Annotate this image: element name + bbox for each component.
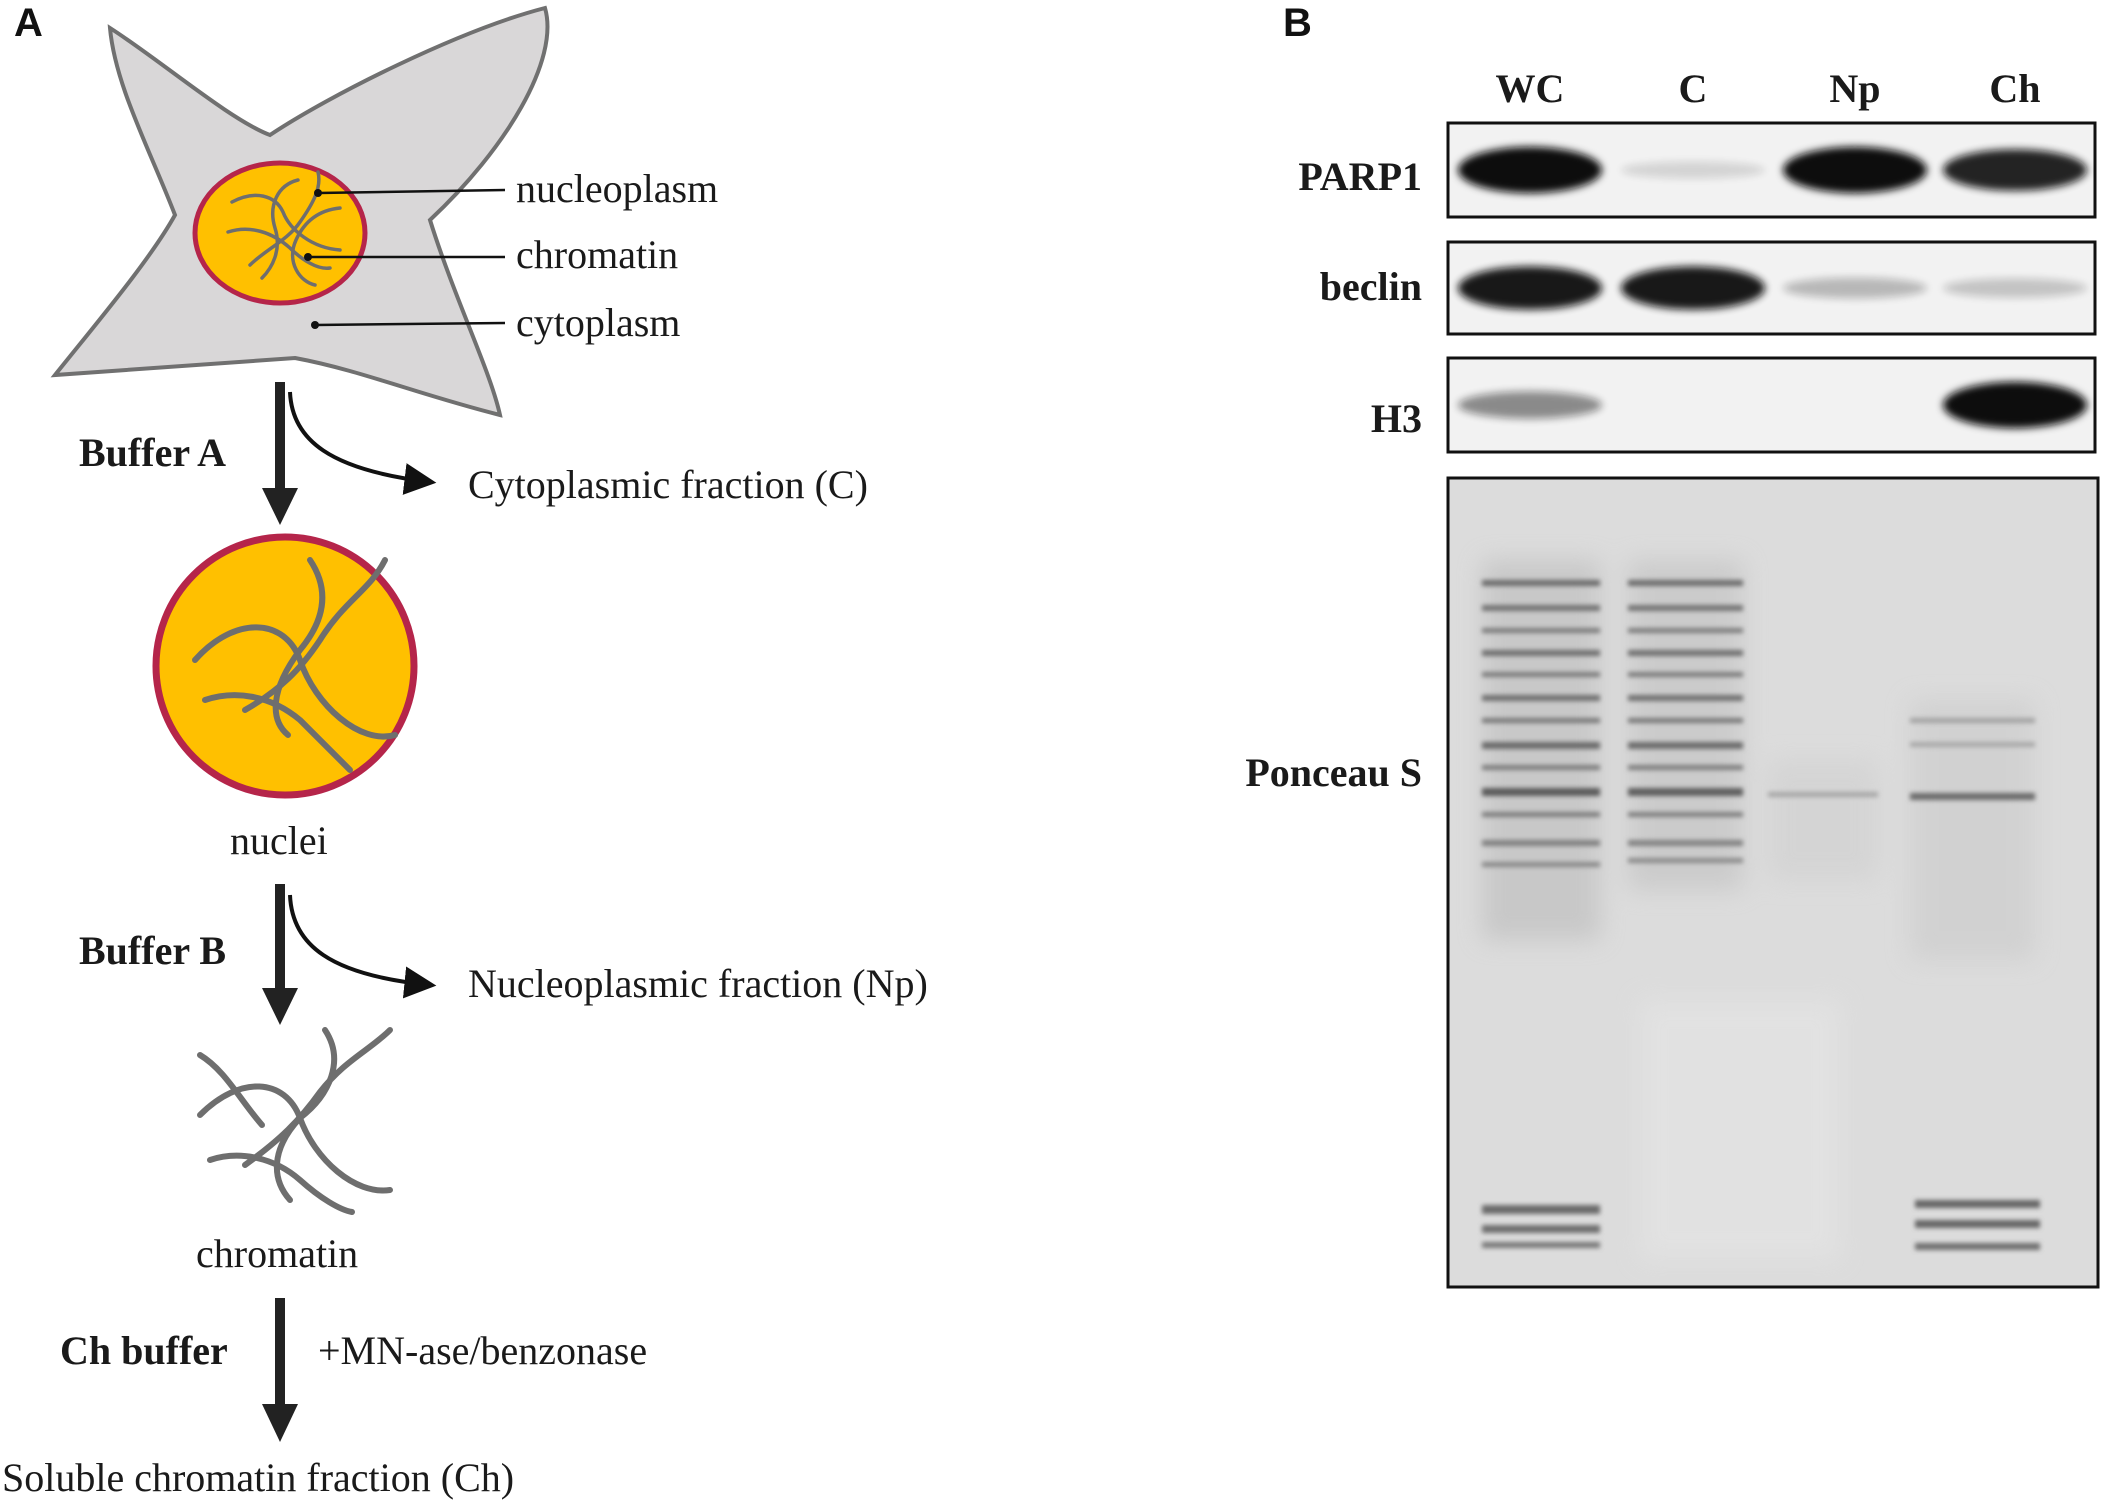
cytoplasm-label: cytoplasm — [516, 300, 680, 345]
band-ch — [1943, 278, 2087, 298]
panel-a: A nucleoplasm chromatin cytoplasm — [2, 1, 928, 1500]
lane-label-ch: Ch — [1989, 66, 2040, 111]
lane-label-np: Np — [1829, 66, 1880, 111]
panel-a-letter: A — [14, 1, 43, 45]
ch-buffer-label: Ch buffer — [60, 1328, 228, 1373]
isolated-nucleus — [152, 533, 418, 799]
ponceau-label: Ponceau S — [1245, 750, 1422, 795]
buffer-b-label: Buffer B — [79, 928, 226, 973]
band-np — [1783, 146, 1927, 194]
cell-nucleus — [192, 160, 368, 306]
cytoplasmic-fraction-label: Cytoplasmic fraction (C) — [468, 462, 868, 507]
band-ch — [1943, 381, 2087, 429]
blot-h3: H3 — [1371, 356, 2097, 454]
soluble-chromatin-fraction-label: Soluble chromatin fraction (Ch) — [2, 1455, 514, 1500]
band-c — [1621, 161, 1765, 179]
band-c — [1621, 266, 1765, 310]
ponceau-stain — [1446, 476, 2100, 1289]
ponceau-lane-smears — [1482, 560, 2035, 1260]
blot-label-beclin: beclin — [1320, 264, 1422, 309]
lane-label-c: C — [1679, 66, 1708, 111]
ponceau-bands — [1482, 580, 2040, 1250]
nucleoplasmic-fraction-label: Nucleoplasmic fraction (Np) — [468, 961, 928, 1006]
band-np — [1783, 277, 1927, 299]
nucleoplasm-label: nucleoplasm — [516, 166, 718, 211]
panel-b-letter: B — [1283, 1, 1312, 45]
isolated-chromatin — [197, 1027, 393, 1215]
step-3: Ch buffer +MN-ase/benzonase Soluble chro… — [2, 1298, 647, 1500]
band-wc — [1458, 391, 1602, 419]
nuclei-label: nuclei — [230, 818, 328, 863]
cell-chromatin-strands — [226, 170, 342, 287]
chromatin-intermediate-label: chromatin — [196, 1231, 358, 1276]
band-ch — [1943, 149, 2087, 191]
band-wc — [1458, 266, 1602, 310]
buffer-a-label: Buffer A — [79, 430, 226, 475]
blot-label-parp1: PARP1 — [1298, 154, 1422, 199]
band-wc — [1458, 146, 1602, 194]
blot-beclin: beclin — [1320, 240, 2097, 336]
lane-label-wc: WC — [1496, 66, 1565, 111]
cell-diagram: nucleoplasm chromatin cytoplasm — [50, 5, 718, 418]
step-2: Buffer B Nucleoplasmic fraction (Np) — [79, 884, 928, 1025]
mnase-label: +MN-ase/benzonase — [318, 1328, 647, 1373]
lane-labels: WC C Np Ch — [1496, 66, 2041, 111]
step-1: Buffer A Cytoplasmic fraction (C) — [79, 382, 868, 525]
blot-parp1: PARP1 — [1298, 121, 2097, 219]
blot-label-h3: H3 — [1371, 396, 1422, 441]
chromatin-label: chromatin — [516, 232, 678, 277]
